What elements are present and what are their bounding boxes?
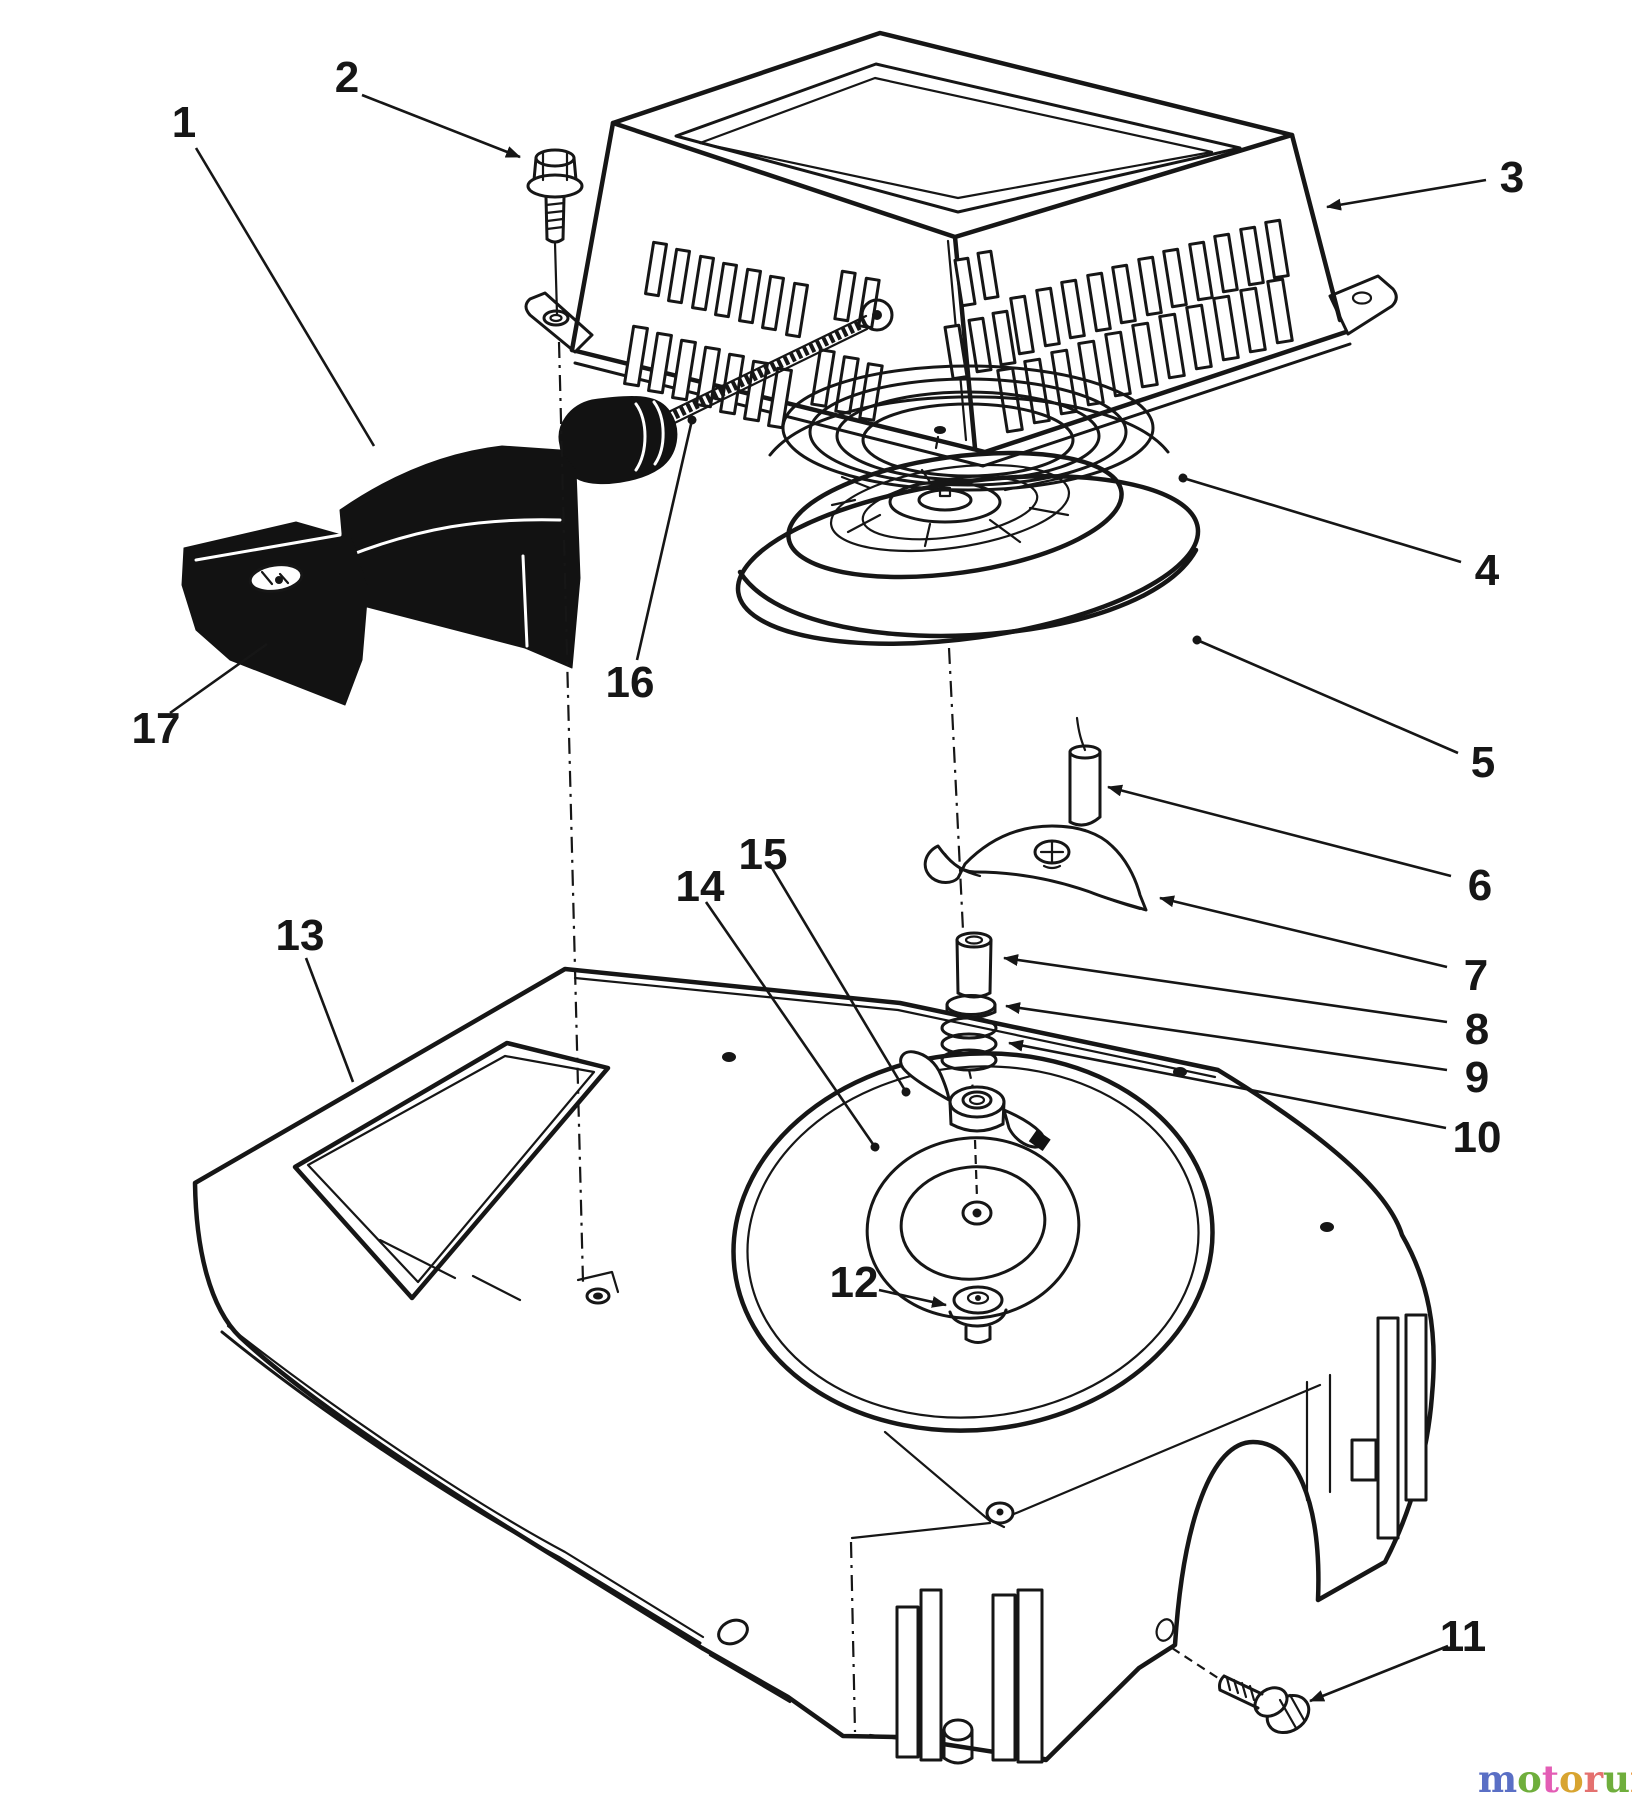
leader-line-12 bbox=[878, 1288, 947, 1308]
leader-line-17 bbox=[169, 642, 268, 715]
callout-2: 2 bbox=[335, 53, 359, 102]
leader-line-5 bbox=[1192, 635, 1459, 755]
callout-15: 15 bbox=[739, 830, 788, 879]
handle-grip bbox=[339, 445, 581, 669]
leader-line-9 bbox=[1005, 1002, 1448, 1072]
leader-line-8 bbox=[1003, 954, 1448, 1024]
callout-14: 14 bbox=[676, 862, 725, 911]
vent-slots-left-row-2 bbox=[623, 324, 884, 430]
callout-11: 11 bbox=[1440, 1612, 1487, 1661]
callout-1: 1 bbox=[172, 98, 196, 147]
shroud-screw-holes bbox=[576, 1052, 1334, 1305]
wm-letter: r bbox=[1584, 1757, 1604, 1800]
callout-17: 17 bbox=[132, 704, 181, 753]
starter-pulley bbox=[735, 450, 1201, 646]
assembly-centerlines bbox=[553, 241, 979, 1283]
shroud-crease-screw bbox=[985, 1501, 1015, 1529]
rope-anchor-block bbox=[181, 521, 369, 706]
rope-boot bbox=[558, 395, 678, 485]
leader-line-7 bbox=[1159, 895, 1448, 969]
leader-line-10 bbox=[1008, 1039, 1447, 1130]
leader-line-16 bbox=[635, 415, 697, 661]
leader-line-1 bbox=[194, 147, 376, 447]
side-screw bbox=[1218, 1674, 1311, 1735]
callout-9: 9 bbox=[1465, 1053, 1489, 1102]
wm-letter: t bbox=[1542, 1757, 1559, 1800]
leader-line-4 bbox=[1178, 473, 1462, 564]
callout-labels: 1 2 3 4 5 6 7 8 9 10 11 12 13 14 15 16 1… bbox=[132, 53, 1525, 1661]
callout-leaders bbox=[169, 93, 1487, 1703]
vent-slots-right-row-2 bbox=[943, 277, 1294, 434]
leader-line-15 bbox=[770, 867, 911, 1097]
shroud-right-tabs bbox=[1305, 1313, 1428, 1540]
engine-shroud bbox=[192, 966, 1436, 1765]
callout-6: 6 bbox=[1468, 861, 1492, 910]
screw-hole-with-guide bbox=[1155, 1618, 1219, 1679]
wm-letter: o bbox=[1517, 1757, 1542, 1800]
callout-12: 12 bbox=[830, 1258, 879, 1307]
pulley-spokes bbox=[830, 468, 1070, 548]
flange-ear-right bbox=[1328, 274, 1398, 336]
callout-8: 8 bbox=[1465, 1005, 1489, 1054]
callout-16: 16 bbox=[606, 658, 655, 707]
callout-4: 4 bbox=[1475, 546, 1500, 595]
starter-rope bbox=[646, 314, 869, 437]
starter-dog bbox=[899, 1050, 1051, 1151]
leader-line-14 bbox=[704, 901, 880, 1152]
shroud-recess-panel bbox=[292, 1040, 611, 1301]
recoil-starter-housing bbox=[524, 30, 1398, 468]
starter-handle bbox=[339, 395, 678, 669]
drive-bushing bbox=[955, 931, 993, 999]
shroud-front-tabs bbox=[868, 1588, 1047, 1765]
housing-right-edge bbox=[1289, 132, 1343, 323]
flange-bolt bbox=[526, 148, 584, 244]
callout-13: 13 bbox=[276, 911, 325, 960]
callout-7: 7 bbox=[1464, 951, 1488, 1000]
rope-eyelet bbox=[860, 298, 894, 332]
vent-slots-right-row-1 bbox=[953, 218, 1290, 356]
shroud-oval-hole bbox=[717, 1618, 749, 1646]
callout-5: 5 bbox=[1471, 738, 1495, 787]
center-bolt bbox=[948, 1285, 1008, 1344]
wm-letter: m bbox=[1478, 1757, 1517, 1800]
washer-ring bbox=[945, 994, 997, 1019]
wm-letter: f bbox=[1630, 1757, 1632, 1800]
wm-letter: o bbox=[1559, 1757, 1584, 1800]
callout-3: 3 bbox=[1500, 153, 1524, 202]
leader-line-13 bbox=[304, 957, 355, 1083]
leader-line-2 bbox=[361, 93, 521, 159]
housing-top-rim bbox=[610, 30, 1295, 240]
vent-slots-left-row-1 bbox=[644, 240, 881, 339]
wm-letter: u bbox=[1603, 1757, 1630, 1800]
leader-line-11 bbox=[1309, 1644, 1449, 1703]
watermark: motoruf'.de bbox=[1478, 1757, 1632, 1800]
leader-line-3 bbox=[1326, 178, 1487, 211]
watermark-logo: motoruf'.de bbox=[1478, 1757, 1632, 1800]
callout-10: 10 bbox=[1453, 1113, 1502, 1162]
housing-left-edge bbox=[569, 120, 616, 353]
leader-line-6 bbox=[1107, 784, 1452, 878]
